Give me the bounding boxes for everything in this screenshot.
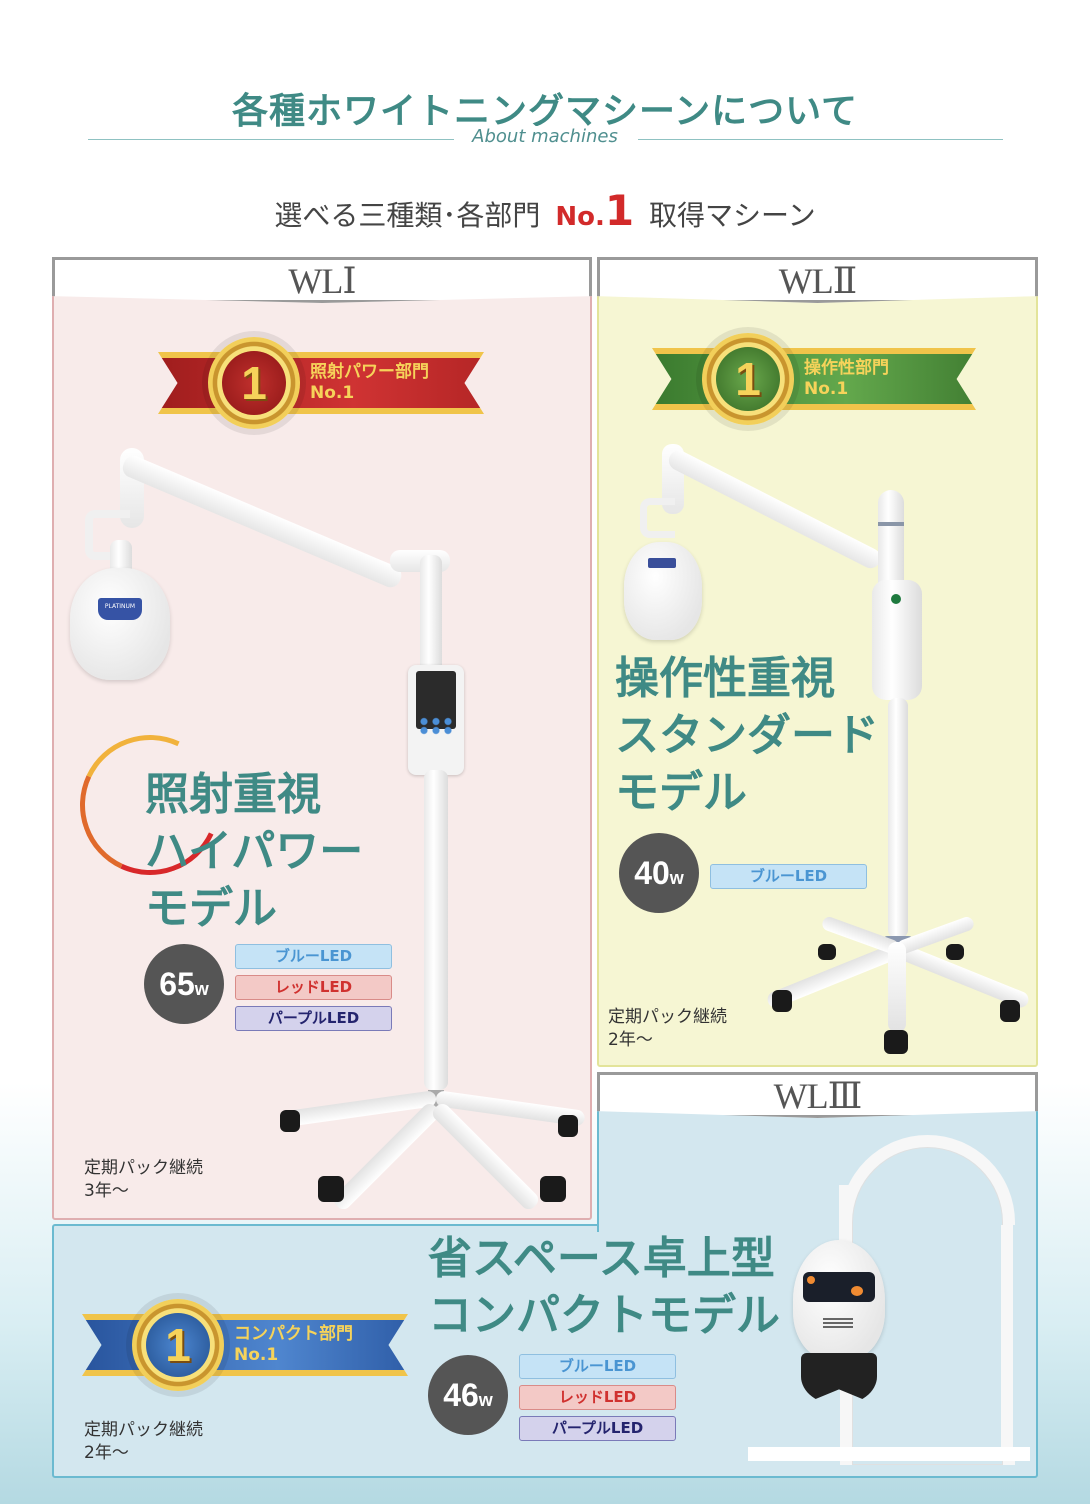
caster-wheel [884,1030,908,1054]
machine-image-wl2 [600,430,1035,1060]
caster-wheel [280,1110,300,1132]
page-subtitle: About machines [0,126,1090,147]
contract-terms-wl2: 定期パック継続 2年～ [608,1007,727,1050]
caster-wheel [818,944,836,960]
title-divider-right [638,139,1003,140]
tagline-suffix: 取得マシーン [648,199,816,232]
award-text: 照射パワー部門 No.1 [310,362,429,403]
led-tag-blue: ブルーLED [235,944,392,969]
control-panel [803,1272,875,1302]
panel-wl3-join [599,1220,1036,1230]
medal-icon: 1 [208,337,300,429]
award-ribbon-wl3: 1 コンパクト部門 No.1 [82,1299,408,1391]
machine-image-wl1: PLATINUM [60,430,586,1213]
caster-wheel [318,1176,344,1202]
led-tag-blue: ブルーLED [519,1354,676,1379]
catch-copy-wl2: 操作性重視 スタンダード モデル [615,654,879,817]
award-ribbon-wl1: 1 照射パワー部門 No.1 [158,337,484,429]
lamp-head [793,1240,885,1360]
model-header-wl2: WLⅡ [597,257,1038,303]
led-tag-purple: パープルLED [519,1416,676,1441]
control-column [872,580,922,700]
tagline: 選べる三種類･各部門 No.1 取得マシーン [0,186,1090,235]
medal-icon: 1 [702,333,794,425]
led-tag-red: レッドLED [235,975,392,1000]
catch-copy-wl1: 照射重視 ハイパワー モデル [145,770,364,933]
desk-base [748,1447,1030,1461]
lamp-head [624,542,702,640]
led-tag-purple: パープルLED [235,1006,392,1031]
caster-wheel [772,990,792,1012]
award-text: コンパクト部門 No.1 [234,1324,353,1365]
led-tag-red: レッドLED [519,1385,676,1410]
title-divider-left [88,139,454,140]
machine-image-wl3 [745,1125,1035,1470]
panel-wl1 [52,257,592,1220]
contract-terms-wl3: 定期パック継続 2年～ [84,1420,203,1463]
award-ribbon-wl2: 1 操作性部門 No.1 [652,333,976,425]
caster-wheel [540,1176,566,1202]
lamp-head: PLATINUM [70,568,170,680]
award-text: 操作性部門 No.1 [804,358,889,399]
contract-terms-wl1: 定期パック継続 3年～ [84,1158,203,1201]
led-tag-blue: ブルーLED [710,864,867,889]
control-panel [408,665,464,775]
model-header-wl3: WLⅢ [597,1072,1038,1118]
medal-icon: 1 [132,1299,224,1391]
tagline-no1: No.1 [555,186,635,235]
caster-wheel [1000,1000,1020,1022]
caster-wheel [558,1115,578,1137]
tagline-prefix: 選べる三種類･各部門 [274,199,541,232]
model-header-wl1: WLⅠ [52,257,592,303]
page-title: 各種ホワイトニングマシーンについて [231,91,859,132]
catch-copy-wl3: 省スペース卓上型 コンパクトモデル [428,1234,780,1340]
caster-wheel [946,944,964,960]
